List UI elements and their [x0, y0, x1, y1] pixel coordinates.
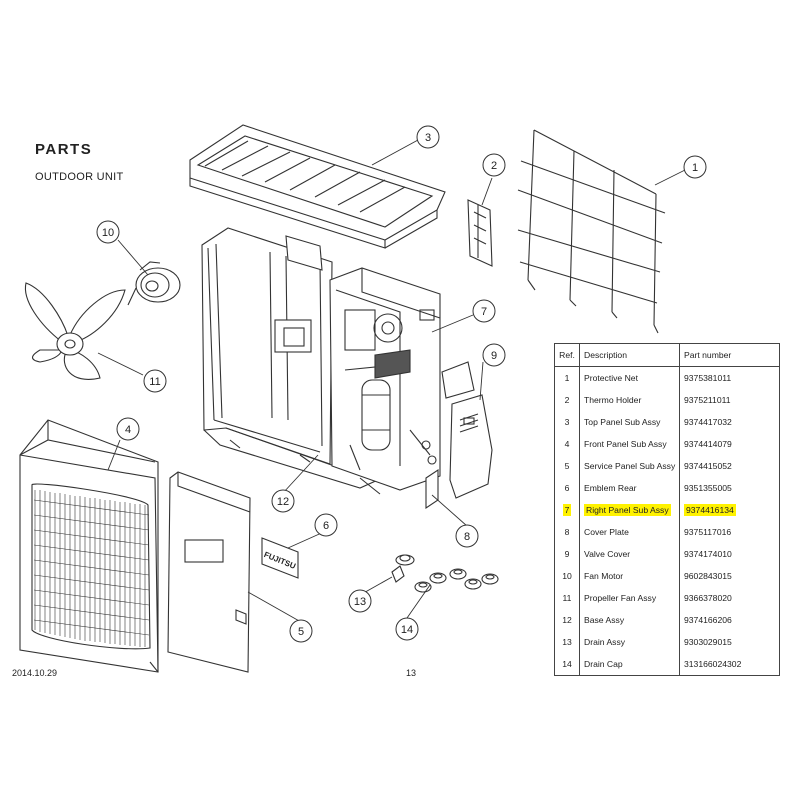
callout-9: 9: [491, 350, 497, 362]
cell-description: Propeller Fan Assy: [579, 586, 680, 609]
page-number: 13: [406, 668, 417, 678]
thermo-holder-drawing: [467, 199, 493, 267]
callout-6: 6: [323, 520, 329, 532]
callout-12: 12: [277, 496, 289, 508]
cell-part: 9374416134: [679, 498, 780, 521]
cell-description: Top Panel Sub Assy: [579, 410, 680, 433]
callout-1: 1: [692, 162, 698, 174]
top-panel-drawing: [189, 124, 446, 249]
cell-description: Base Assy: [579, 608, 680, 631]
cell-description: Thermo Holder: [579, 388, 680, 411]
header-description: Description: [579, 343, 680, 367]
cell-ref: 4: [564, 438, 570, 449]
cell-ref: 5: [564, 460, 570, 471]
cell-description: Protective Net: [579, 366, 680, 389]
cell-ref: 14: [562, 658, 572, 669]
cell-part: 9375211011: [679, 388, 780, 411]
callout-13: 13: [354, 596, 366, 608]
header-ref: Ref.: [554, 343, 580, 367]
propeller-fan-drawing: [24, 282, 126, 380]
footer-date: 2014.10.29: [12, 668, 58, 678]
callout-5: 5: [298, 626, 304, 638]
cell-ref: 7: [562, 503, 572, 516]
cell-part: 9351355005: [679, 476, 780, 499]
cell-ref: 8: [564, 526, 570, 537]
cell-description: Front Panel Sub Assy: [579, 432, 680, 455]
page-subtitle: OUTDOOR UNIT: [35, 171, 124, 183]
protective-net-drawing: [517, 129, 666, 334]
cell-description: Service Panel Sub Assy: [579, 454, 680, 477]
cell-description: Valve Cover: [579, 542, 680, 565]
cell-ref: 3: [564, 416, 570, 427]
cell-part: 9374417032: [679, 410, 780, 433]
service-panel-drawing: [167, 471, 251, 673]
callout-14: 14: [401, 624, 413, 636]
cell-part: 9375117016: [679, 520, 780, 543]
callout-11: 11: [149, 376, 160, 388]
cell-ref: 13: [562, 636, 572, 647]
cell-part: 9375381011: [679, 366, 780, 389]
valve-cover-drawing: [441, 361, 493, 499]
fan-motor-drawing: [127, 261, 181, 306]
front-panel-drawing: [19, 419, 159, 673]
cell-description: Drain Assy: [579, 630, 680, 653]
internal-components-drawing: [329, 267, 441, 491]
table-header-row: Ref. Description Part number: [554, 343, 780, 367]
cell-description: Drain Cap: [579, 652, 680, 676]
cell-ref: 1: [564, 372, 570, 383]
cell-part: 9366378020: [679, 586, 780, 609]
cell-ref: 6: [564, 482, 570, 493]
cell-part: 313166024302: [679, 652, 780, 676]
callout-3: 3: [425, 132, 431, 144]
cell-part: 9374174010: [679, 542, 780, 565]
cell-ref: 10: [562, 570, 572, 581]
callout-2: 2: [491, 160, 497, 172]
cell-description: Right Panel Sub Assy: [579, 498, 680, 521]
cell-part: 9374415052: [679, 454, 780, 477]
cell-ref: 2: [564, 394, 570, 405]
cell-part: 9374414079: [679, 432, 780, 455]
callout-circles: [96, 125, 707, 643]
drain-assy-drawing: [391, 554, 415, 583]
cell-description: Emblem Rear: [579, 476, 680, 499]
header-part-number: Part number: [679, 343, 780, 367]
callout-4: 4: [125, 424, 131, 436]
cell-part: 9303029015: [679, 630, 780, 653]
page-title: PARTS: [35, 141, 93, 158]
callout-7: 7: [481, 306, 487, 318]
parts-table: Ref. Description Part number 1 Protective…: [554, 343, 780, 676]
cell-part: 9374166206: [679, 608, 780, 631]
cell-part: 9602843015: [679, 564, 780, 587]
cell-ref: 9: [564, 548, 570, 559]
emblem-drawing: [261, 537, 299, 579]
callout-10: 10: [102, 227, 114, 239]
cell-ref: 11: [562, 592, 572, 603]
callout-8: 8: [464, 531, 470, 543]
cell-ref: 12: [562, 614, 572, 625]
cell-description: Cover Plate: [579, 520, 680, 543]
drain-caps-drawing: [414, 568, 499, 593]
cell-description: Fan Motor: [579, 564, 680, 587]
chassis-frame-drawing: [201, 227, 421, 495]
